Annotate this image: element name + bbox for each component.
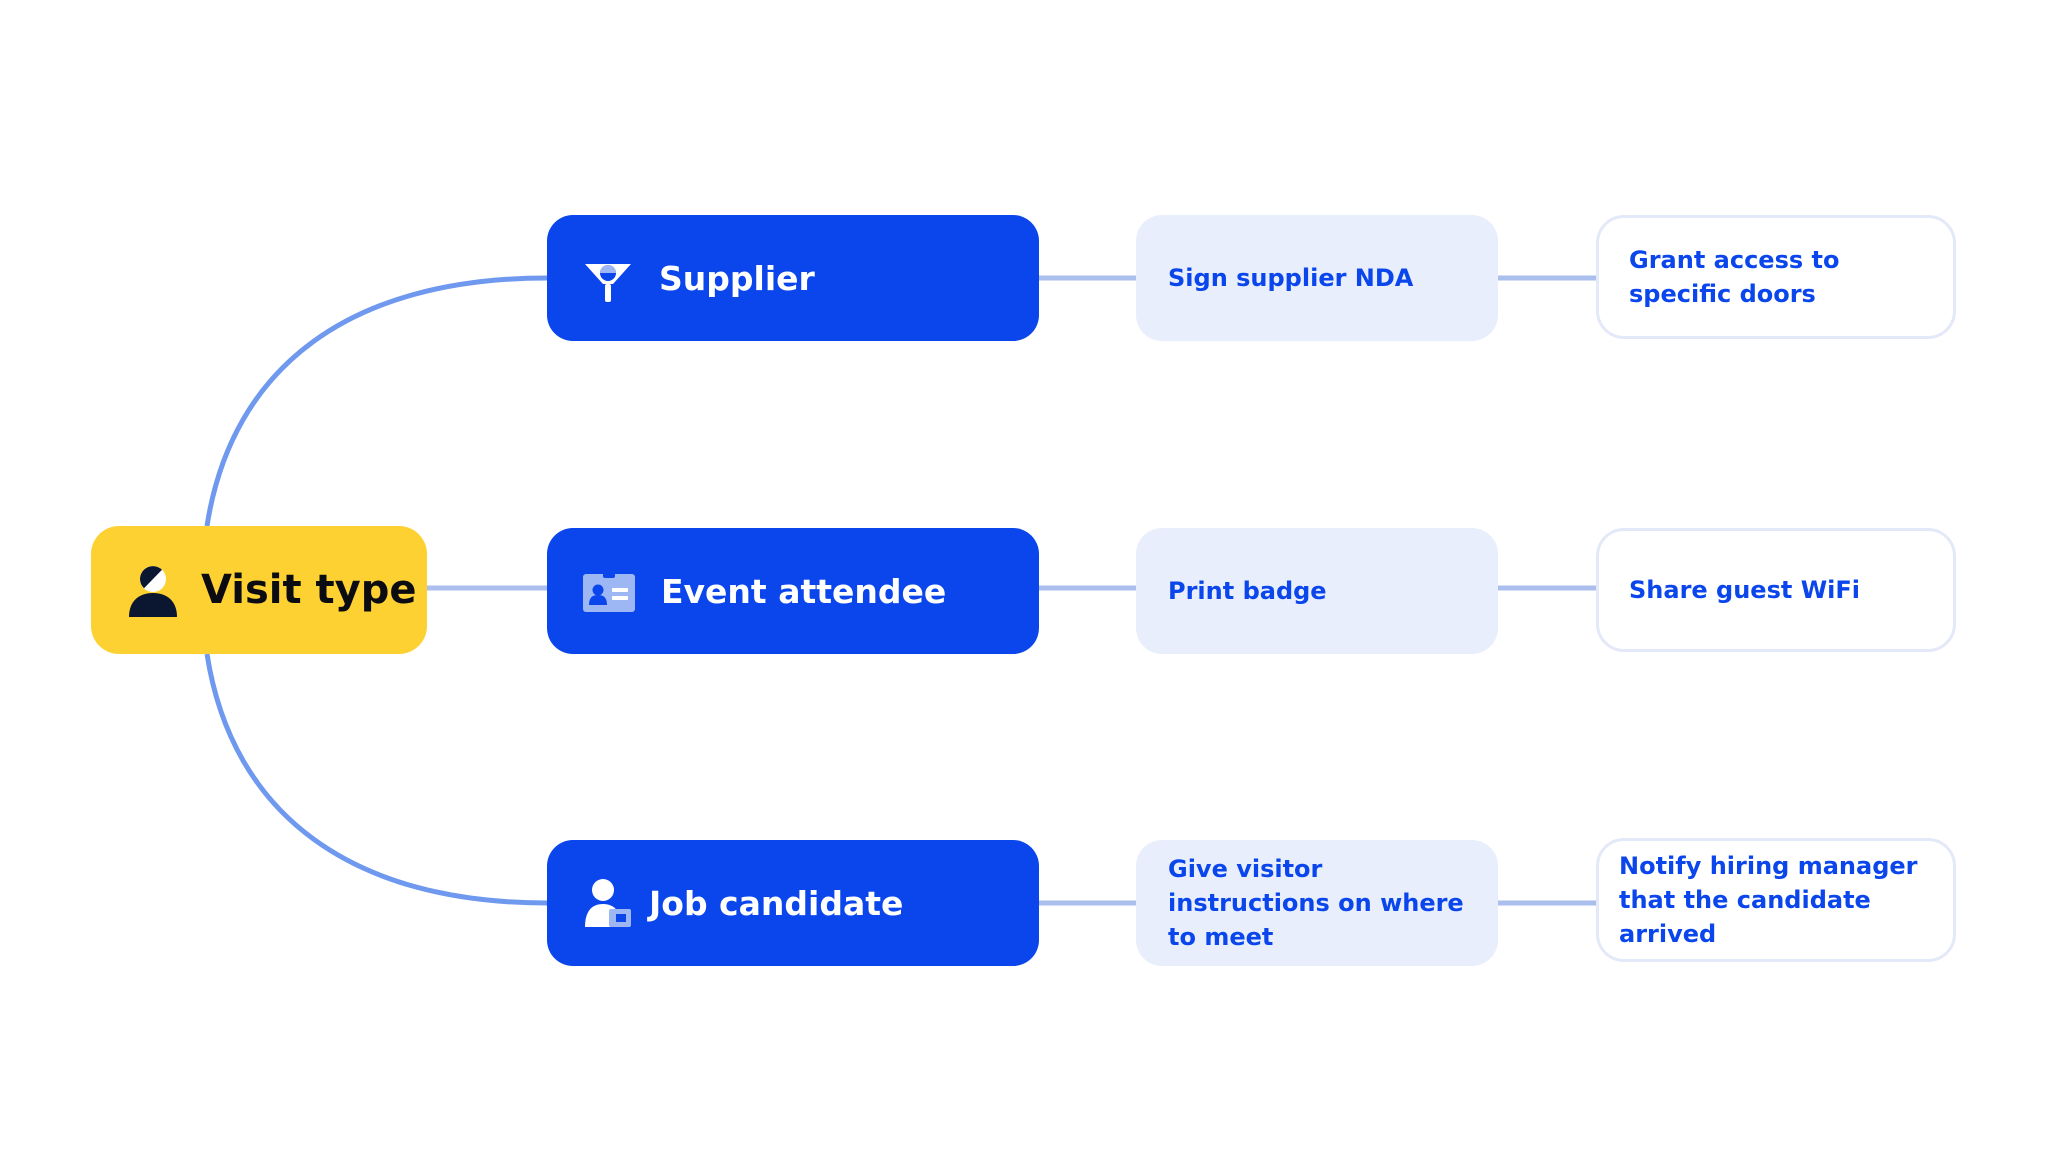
supplier-step2-node: Grant access to specific doors [1596,215,1956,339]
supplier-label: Supplier [659,258,815,298]
connector-root-job-candidate [204,653,548,906]
job-candidate-label: Job candidate [649,883,904,923]
event-step1-text: Print badge [1168,577,1327,605]
event-step2-text: Share guest WiFi [1629,576,1861,604]
job-step1-node: Give visitor instructions on where to me… [1136,840,1498,966]
supplier-step1-text: Sign supplier NDA [1168,264,1414,292]
event-step1-node: Print badge [1136,528,1498,654]
visit-type-node: Visit type [91,526,427,654]
job-step2-node: Notify hiring manager that the candidate… [1596,838,1956,962]
job-step2-text: Notify hiring manager that the candidate… [1619,852,1918,948]
event-attendee-label: Event attendee [661,571,947,611]
id-card-icon [583,570,635,612]
connector-root-supplier [204,275,548,527]
supplier-node: Supplier [547,215,1039,341]
funnel-icon [585,264,631,302]
supplier-step2-text: Grant access to specific doors [1629,246,1840,308]
event-attendee-node: Event attendee [547,528,1039,654]
person-card-icon [585,879,631,927]
visit-type-label: Visit type [201,567,417,613]
supplier-step1-node: Sign supplier NDA [1136,215,1498,341]
person-icon [129,566,177,617]
job-candidate-node: Job candidate [547,840,1039,966]
job-step1-text: Give visitor instructions on where to me… [1168,855,1464,951]
event-step2-node: Share guest WiFi [1596,528,1956,652]
